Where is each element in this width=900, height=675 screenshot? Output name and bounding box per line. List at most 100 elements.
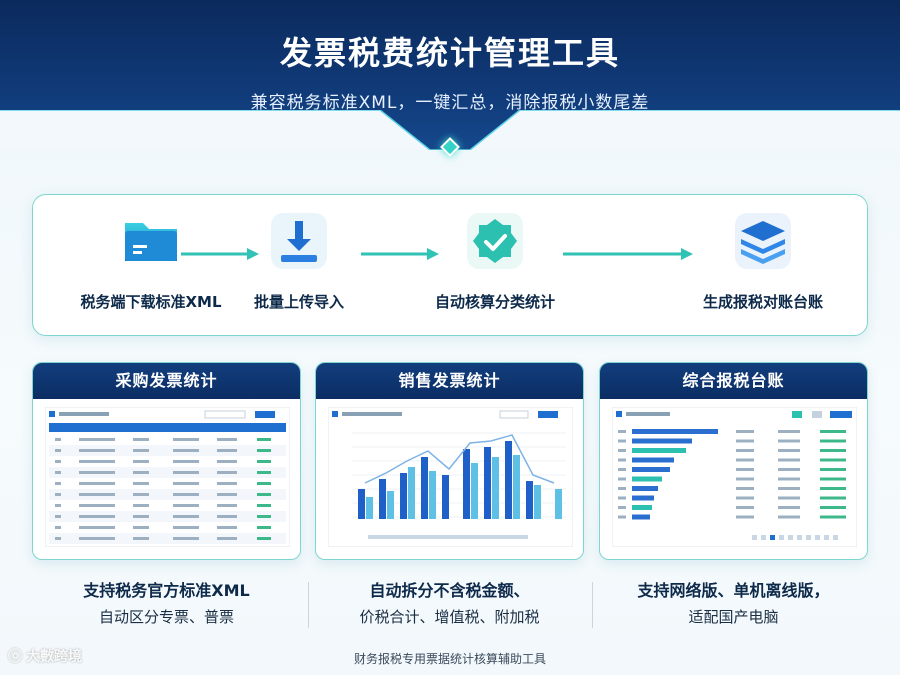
table-cell [257,482,271,485]
chart-bar [484,447,491,519]
table-row [49,467,286,478]
table-cell [217,537,237,540]
table-row [49,511,286,522]
pager-dot [815,535,820,540]
ledger-bar [632,438,692,444]
ledger-cell [820,515,846,519]
chart-bar [526,481,533,519]
table-row [49,533,286,544]
card-title: 采购发票统计 [33,363,300,399]
footer-note: 财务报税专用票据统计核算辅助工具 [353,652,546,666]
page-subtitle: 兼容税务标准XML，一键汇总，消除报税小数尾差 [250,93,650,113]
folder-icon [125,223,177,261]
table-cell [257,460,271,463]
workflow-step-label: 批量上传导入 [253,293,344,311]
table-cell [257,515,271,518]
caption-divider [308,582,309,628]
ledger-cell [618,449,626,452]
ledger-cell [736,506,754,509]
ledger-cell [618,458,626,462]
chart-bar [471,463,478,519]
caption-line: 适配国产电脑 [688,608,779,626]
table-cell [79,482,115,485]
workflow-step-download: 税务端下载标准XML [61,209,241,312]
table-cell [79,460,115,463]
ledger-bar [632,429,718,434]
table-cell [133,449,149,452]
caption-line: 价税合计、增值税、附加税 [359,608,540,626]
caption-divider [592,582,593,628]
table-cell [79,449,115,452]
ledger-bar [632,505,652,510]
purchase-table-thumbnail [45,407,290,547]
upload-icon [271,213,327,269]
table-cell [55,493,61,496]
ledger-bar [632,467,670,472]
chart-bar [421,457,428,519]
table-cell [79,515,115,518]
sales-chart-thumbnail [328,407,573,547]
caption-sales: 自动拆分不含税金额、 价税合计、增值税、附加税 [315,578,584,630]
ledger-preview [612,407,857,547]
ledger-cell [618,515,626,519]
chart-trend-line [364,434,555,484]
ledger-cell [820,506,846,509]
shield-check-icon [467,213,523,269]
ledger-cell [618,430,626,433]
ledger-cell [736,439,754,443]
table-cell [133,493,149,496]
ledger-cell [736,430,754,433]
ledger-cell [618,477,626,481]
table-cell [133,460,149,463]
ledger-cell [778,439,800,443]
layers-icon [735,213,791,269]
table-cell [55,471,61,474]
workflow-step-label: 自动核算分类统计 [434,293,555,311]
ledger-cell [820,477,846,481]
ledger-cell [820,439,846,443]
table-cell [173,526,199,529]
ledger-bar [632,486,658,491]
ledger-cell [820,458,846,462]
table-cell [55,504,61,507]
chart-bar [555,489,562,519]
chart-bar [379,479,386,519]
table-cell [79,438,115,441]
table-cell [173,515,199,518]
pager-dot [779,535,784,540]
chart-bar [463,449,470,519]
ledger-cell [736,458,754,462]
table-cell [173,460,199,463]
table-cell [257,438,271,441]
chart-bar [408,467,415,519]
chart-bar [366,497,373,519]
ledger-cell [778,468,800,471]
chart-bar [358,489,365,519]
table-cell [257,537,271,540]
ledger-cell [736,487,754,490]
ledger-cell [820,496,846,500]
table-cell [133,482,149,485]
arrow-right-icon [361,248,439,260]
table-cell [133,438,149,441]
ledger-cell [736,449,754,452]
ledger-bar [632,514,650,520]
table-row [49,489,286,500]
ledger-cell [618,487,626,490]
ledger-cell [736,468,754,471]
ledger-cell [820,468,846,471]
card-title: 销售发票统计 [316,363,583,399]
ledger-cell [778,449,800,452]
table-cell [79,537,115,540]
pager-dot [797,535,802,540]
ledger-cell [820,430,846,433]
workflow-panel: 税务端下载标准XML 批量上传导入 自动核算分类统计 [32,194,868,336]
ledger-cell [736,477,754,481]
table-cell [257,526,271,529]
table-cell [217,482,237,485]
table-cell [257,504,271,507]
table-cell [173,438,199,441]
chart-bar [513,455,520,519]
ledger-bar [632,495,654,501]
workflow-step-ledger: 生成报税对账台账 [673,209,853,312]
